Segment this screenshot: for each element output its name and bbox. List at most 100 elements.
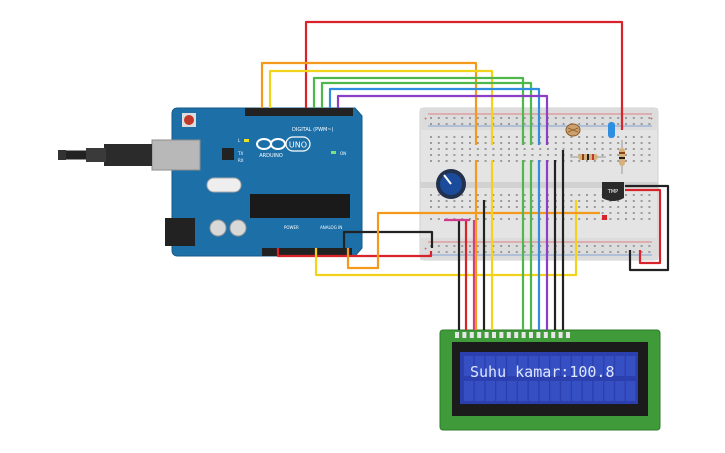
lcd-cell: [528, 356, 539, 376]
wire-orange-analog: [346, 211, 600, 270]
breadboard-hole: [640, 200, 643, 202]
breadboard-hole: [632, 245, 635, 247]
lcd-cell: [485, 356, 495, 376]
breadboard-hole: [515, 148, 518, 150]
breadboard-hole: [609, 218, 612, 220]
breadboard-hole: [586, 206, 588, 208]
breadboard-hole: [601, 154, 604, 156]
breadboard-hole: [539, 148, 542, 150]
breadboard-hole: [632, 117, 635, 119]
lcd-cell: [615, 356, 625, 376]
breadboard-hole: [578, 251, 581, 253]
breadboard-hole: [648, 148, 651, 150]
breadboard-hole: [632, 148, 635, 150]
wire-orange: [260, 61, 478, 145]
breadboard-hole: [484, 200, 487, 202]
breadboard-hole: [531, 251, 534, 253]
breadboard-hole: [539, 117, 542, 119]
breadboard-hole: [437, 200, 440, 202]
breadboard-hole: [453, 245, 456, 247]
potentiometer[interactable]: [436, 169, 466, 199]
wire-green-2: [320, 81, 533, 145]
breadboard-hole: [469, 251, 471, 253]
breadboard-hole: [492, 117, 495, 119]
breadboard-hole: [437, 245, 440, 247]
breadboard-hole: [492, 160, 495, 162]
breadboard-hole: [570, 148, 573, 150]
breadboard-hole: [539, 194, 542, 196]
breadboard-hole: [578, 206, 581, 208]
breadboard-hole: [617, 206, 620, 208]
breadboard-hole: [445, 148, 448, 150]
breadboard-hole: [593, 218, 596, 220]
breadboard-hole: [523, 251, 526, 253]
breadboard-hole: [515, 194, 518, 196]
breadboard-hole: [586, 160, 588, 162]
lcd-pin: [455, 332, 459, 338]
breadboard-hole: [578, 245, 581, 247]
breadboard-hole: [531, 117, 534, 119]
breadboard-hole: [570, 200, 573, 202]
plus-label-right: +: [650, 116, 653, 121]
lcd-cell: [496, 381, 506, 401]
breadboard-hole: [523, 160, 526, 162]
breadboard-hole: [476, 206, 479, 208]
breadboard-hole: [484, 117, 487, 119]
breadboard-hole: [461, 142, 464, 144]
breadboard-hole: [648, 206, 651, 208]
breadboard-hole: [461, 136, 464, 138]
breadboard-hole: [554, 142, 557, 144]
breadboard-hole: [601, 245, 604, 247]
breadboard-hole: [437, 194, 440, 196]
breadboard-hole: [445, 117, 448, 119]
breadboard-hole: [648, 117, 651, 119]
breadboard-hole: [430, 206, 432, 208]
breadboard-hole: [461, 251, 464, 253]
breadboard-hole: [539, 160, 542, 162]
wire-black-power: [342, 230, 434, 248]
breadboard-hole: [570, 194, 573, 196]
breadboard-hole: [593, 117, 596, 119]
usb-port: [151, 139, 201, 171]
breadboard-hole: [508, 148, 510, 150]
breadboard-hole: [586, 194, 588, 196]
breadboard-hole: [617, 218, 620, 220]
breadboard-hole: [523, 218, 526, 220]
breadboard-hole: [632, 200, 635, 202]
lcd-module[interactable]: Suhu kamar:100.8: [439, 329, 661, 431]
breadboard-hole: [469, 123, 471, 125]
breadboard-hole: [445, 245, 448, 247]
breadboard-hole: [453, 148, 456, 150]
breadboard-hole: [469, 148, 471, 150]
tmp-sensor[interactable]: TMP: [602, 182, 624, 220]
breadboard-hole: [523, 206, 526, 208]
wires[interactable]: [260, 20, 670, 330]
breadboard-hole: [640, 123, 643, 125]
breadboard-hole: [515, 206, 518, 208]
led-rx-label: RX: [238, 158, 244, 163]
reset-button[interactable]: [184, 115, 194, 125]
breadboard-hole: [539, 206, 542, 208]
breadboard-hole: [461, 245, 464, 247]
breadboard-hole: [570, 245, 573, 247]
breadboard-hole: [500, 218, 503, 220]
breadboard-hole: [508, 160, 510, 162]
breadboard-hole: [484, 154, 487, 156]
breadboard-hole: [586, 123, 588, 125]
breadboard-hole: [625, 218, 627, 220]
usb-cable: [58, 144, 152, 166]
breadboard-hole: [445, 206, 448, 208]
breadboard-hole: [554, 117, 557, 119]
breadboard-hole: [601, 206, 604, 208]
model-label: UNO: [289, 141, 307, 150]
breadboard-hole: [640, 194, 643, 196]
breadboard-hole: [500, 117, 503, 119]
breadboard-hole: [476, 200, 479, 202]
breadboard-hole: [539, 251, 542, 253]
arduino-uno-board[interactable]: UNO ARDUINO DIGITAL (PWM~) POWER ANALOG …: [151, 107, 363, 257]
lcd-cell: [572, 381, 582, 401]
breadboard-hole: [515, 200, 518, 202]
wire-red-top: [304, 20, 624, 130]
breadboard-hole: [586, 200, 588, 202]
